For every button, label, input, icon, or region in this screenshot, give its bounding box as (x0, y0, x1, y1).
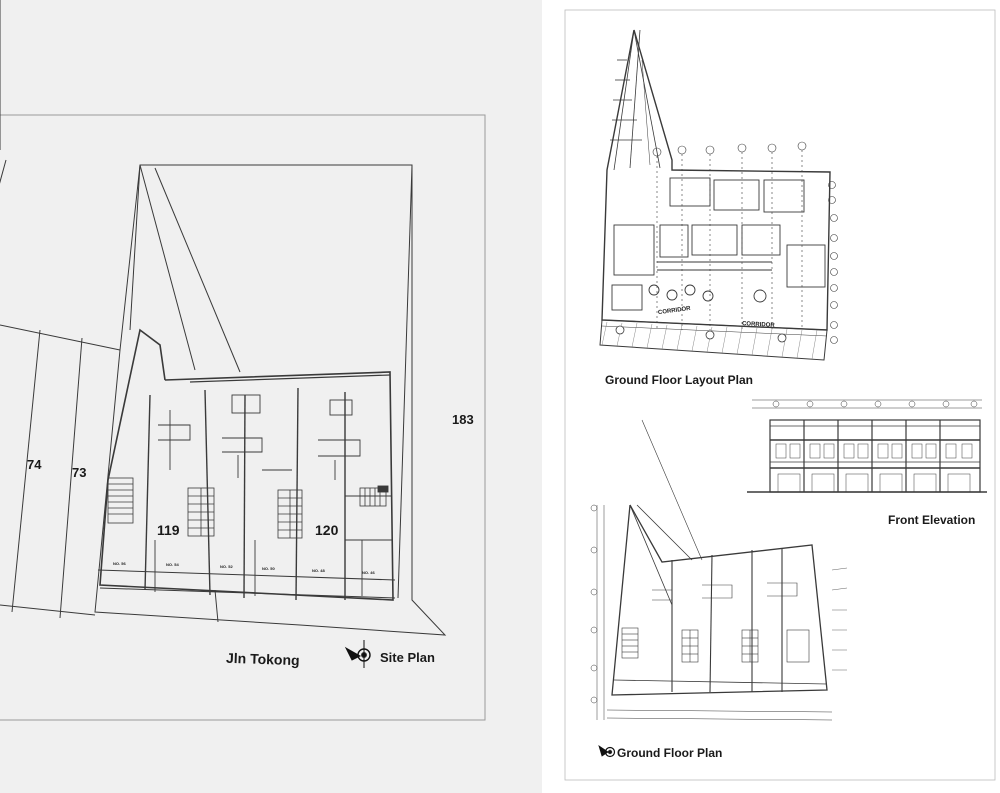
unit-number: NO. 56 (113, 561, 126, 566)
north-arrow-icon (344, 640, 371, 668)
street-name: Jln Tokong (225, 649, 300, 669)
front-elevation-title: Front Elevation (888, 513, 976, 527)
unit-number: NO. 48 (312, 568, 325, 573)
site-plan-drawing (0, 0, 486, 721)
parcel-outline (94, 164, 447, 636)
staircase (107, 477, 387, 539)
unit-number: NO. 46 (362, 570, 375, 575)
sheet-border (0, 114, 486, 721)
internal-partitions (154, 394, 392, 596)
lot-number: 183 (452, 412, 474, 427)
lot-boundary (0, 324, 121, 351)
ground-floor-plan-title: Ground Floor Plan (617, 746, 723, 760)
drawing-sheet-panel: CORRIDOR CORRIDOR Ground Floor Layout Pl… (542, 0, 1000, 793)
ground-floor-layout-plan-title: Ground Floor Layout Plan (605, 373, 753, 387)
lot-number: 74 (27, 457, 42, 472)
site-plan-panel: 74 73 119 120 183 NO. 56 NO. 54 NO. 52 N… (0, 0, 542, 793)
drawing-sheet (564, 9, 996, 781)
corridor-band (599, 319, 828, 361)
front-elevation-drawing (747, 399, 987, 493)
unit-number: NO. 52 (220, 564, 233, 569)
lot-number: 73 (72, 465, 87, 480)
unit-number: NO. 54 (166, 562, 179, 567)
lot-number: 120 (315, 522, 339, 538)
sheet-border (564, 9, 996, 781)
ground-floor-plan-drawing (590, 419, 848, 758)
ground-floor-layout-plan-drawing (599, 29, 838, 361)
lot-number: 119 (157, 522, 180, 538)
building-outline (99, 328, 394, 601)
north-arrow-icon (598, 745, 616, 758)
site-plan-title: Site Plan (380, 650, 435, 665)
unit-number: NO. 50 (262, 566, 275, 571)
